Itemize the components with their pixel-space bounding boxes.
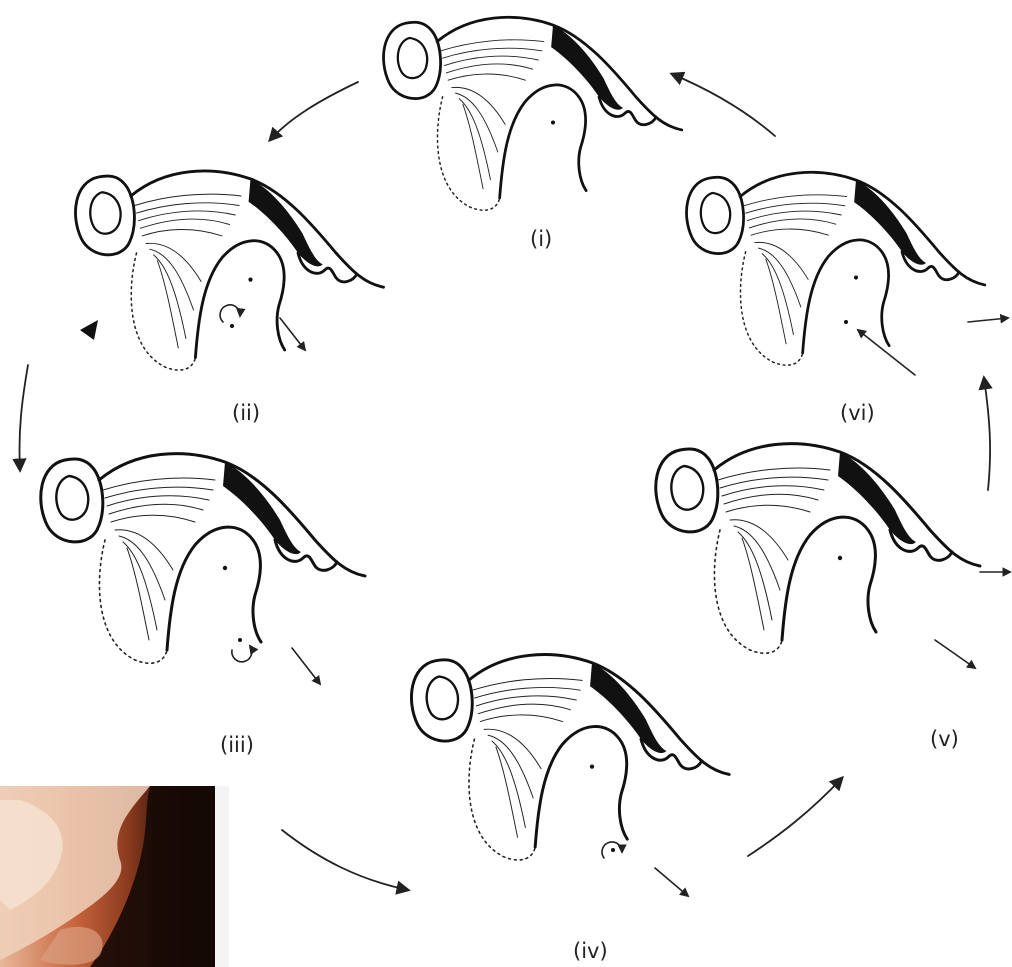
cycle-arrow-iv-to-v — [748, 778, 842, 856]
stage-vi-joint — [687, 172, 985, 365]
stage-vi-label: (vi) — [840, 401, 875, 425]
stage-ii-side-mark — [80, 320, 98, 340]
stage-iv-rotation-icon — [602, 842, 622, 858]
stage-v-translation-arrow — [935, 640, 975, 668]
stage-iii-joint — [41, 454, 365, 664]
cycle-arrow-iii-to-iv — [282, 830, 408, 890]
stage-i-label: (i) — [530, 227, 552, 251]
stage-vi-edge-arrow — [968, 318, 1008, 322]
stage-ii-translation-arrow — [280, 318, 305, 350]
cycle-arrow-i-to-ii — [270, 82, 358, 140]
stage-vi-force-arrow — [844, 320, 915, 375]
stage-iii-rotation-icon — [232, 638, 252, 662]
cycle-arrow-v-to-vi — [984, 378, 990, 490]
stage-ii-label: (ii) — [232, 401, 260, 425]
stage-v-label: (v) — [930, 727, 959, 751]
stage-ii-joint — [75, 171, 383, 370]
stage-iv-translation-arrow — [655, 868, 688, 896]
stage-v-joint — [656, 444, 980, 654]
stage-iv-joint — [411, 655, 729, 860]
stage-i-joint — [384, 17, 682, 210]
inset-photo — [0, 786, 229, 967]
cycle-arrow-ii-to-iii — [19, 365, 28, 470]
stage-iii-label: (iii) — [220, 733, 254, 757]
stage-iv-label: (iv) — [573, 939, 608, 963]
stage-ii-rotation-icon — [220, 305, 240, 328]
cycle-arrow-vi-to-i — [672, 74, 775, 136]
stage-iii-translation-arrow — [292, 648, 320, 684]
